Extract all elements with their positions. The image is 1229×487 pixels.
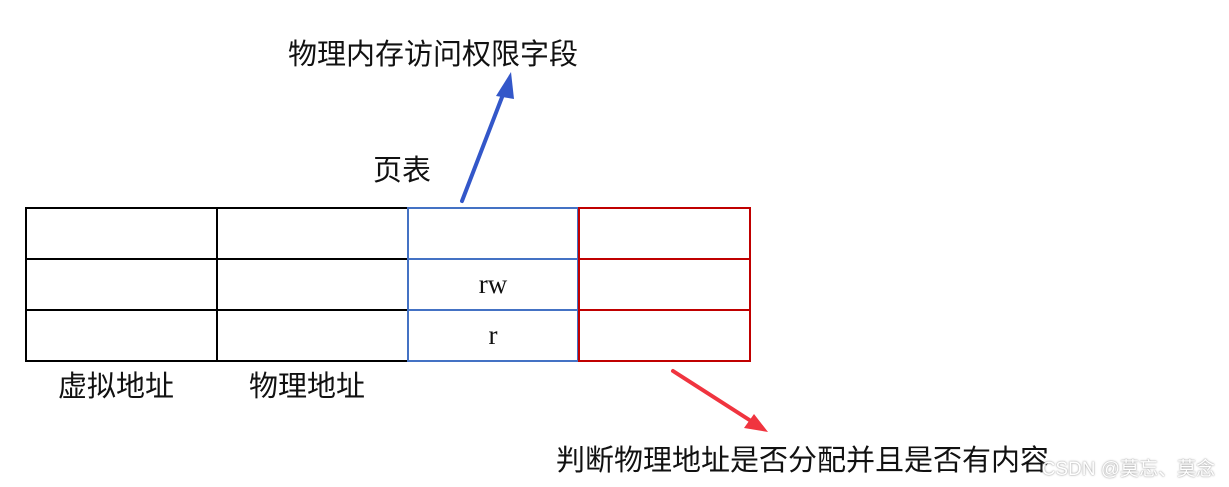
watermark: CSDN @莫忘、莫念: [1041, 459, 1215, 480]
physical-address-label: 物理地址: [249, 369, 366, 403]
permission-field-label: 物理内存访问权限字段: [288, 37, 579, 71]
blue-arrowhead: [496, 72, 514, 99]
red-arrow-shaft: [671, 369, 753, 423]
red-arrowhead: [744, 414, 768, 432]
page-table-label: 页表: [373, 153, 432, 187]
page-table-grid: rw r: [25, 207, 751, 362]
blue-arrow-shaft: [460, 90, 506, 203]
allocation-cell: [578, 309, 751, 362]
virtual-address-label: 虚拟地址: [58, 369, 175, 403]
check-allocation-label: 判断物理地址是否分配并且是否有内容: [556, 443, 1050, 477]
